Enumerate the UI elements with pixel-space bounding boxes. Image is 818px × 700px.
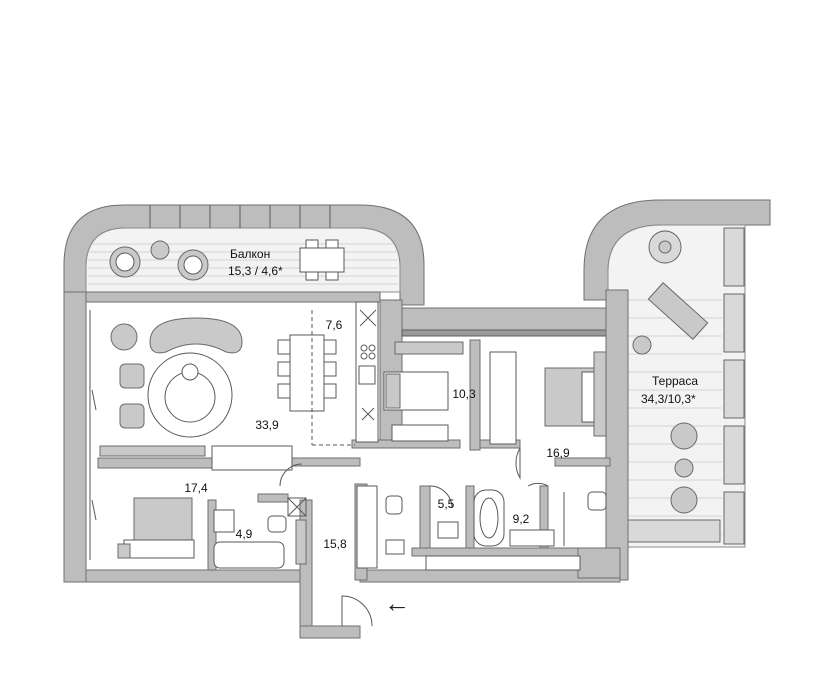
sink-icon (213, 509, 235, 533)
balcony-table (299, 247, 345, 273)
armchair-icon (119, 363, 145, 389)
area-bath-middle: 5,5 (437, 497, 455, 511)
hall (279, 463, 378, 627)
balcony-area: 15,3 / 4,6* (228, 264, 283, 278)
entrance-arrow-icon: ← (384, 588, 410, 618)
side-table-icon (150, 240, 170, 260)
armchair-icon (670, 486, 698, 514)
toilet-icon (267, 515, 287, 533)
sun-lounger (647, 282, 709, 340)
area-living: 33,9 (255, 418, 279, 432)
bottom-shelf (425, 555, 581, 571)
area-bath-right: 9,2 (512, 512, 530, 526)
bathtub-icon (213, 541, 285, 569)
armchair-icon (119, 403, 145, 429)
bath-right-fixtures (473, 482, 607, 547)
area-master-bedroom: 16,9 (546, 446, 570, 460)
area-bedroom-small: 10,3 (452, 387, 476, 401)
balcony-deck-planks (88, 243, 398, 285)
wardrobe (489, 351, 517, 445)
tv-unit (99, 445, 206, 457)
armchair-icon (670, 422, 698, 450)
kitchen-counter (355, 301, 379, 443)
outer-walls (63, 289, 629, 639)
small-bedroom-furniture (383, 341, 464, 442)
bath-left-fixtures (213, 497, 307, 569)
area-kitchen: 7,6 (325, 318, 343, 332)
side-table-icon (632, 335, 652, 355)
living-room-furniture (99, 310, 355, 471)
terrace-deck (607, 224, 746, 548)
sofa (149, 317, 243, 354)
area-hall: 15,8 (323, 537, 347, 551)
toilet-icon (587, 491, 607, 511)
plant-icon (110, 323, 138, 351)
balcony (63, 204, 425, 306)
dining-table (289, 334, 325, 412)
balcony-name: Балкон (230, 247, 271, 261)
terrace-name: Терраса (652, 374, 699, 388)
planters (627, 227, 745, 545)
toilet-icon (385, 495, 403, 515)
wardrobe (391, 424, 449, 442)
area-bath-left: 4,9 (235, 527, 253, 541)
left-bedroom-furniture (117, 497, 195, 559)
terrace-area: 34,3/10,3* (641, 392, 696, 406)
sink-icon (437, 521, 459, 539)
master-bedroom-furniture (489, 351, 607, 480)
entrance-door (341, 595, 373, 627)
hall-wardrobe (356, 485, 378, 569)
wardrobe (211, 445, 293, 471)
left-windows (89, 310, 97, 560)
terrace (583, 199, 771, 548)
area-bedroom-left: 17,4 (184, 481, 208, 495)
sink-icon (509, 529, 555, 547)
bath-middle-fixtures (385, 485, 459, 555)
balcony-railing (149, 205, 331, 228)
kitchen-units (355, 301, 379, 443)
